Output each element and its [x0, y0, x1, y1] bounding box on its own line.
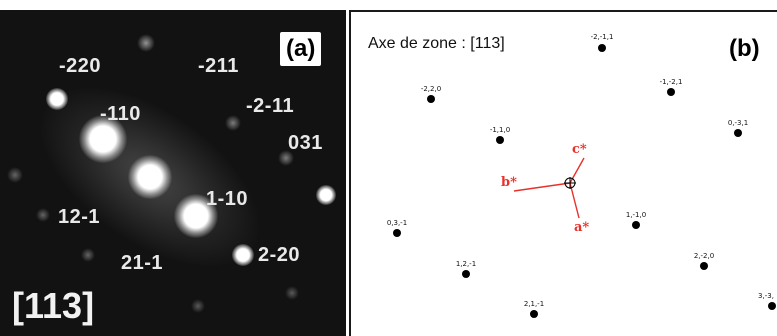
- reflection-index: 2,-2,0: [693, 252, 715, 260]
- reflection-index: 1,2,-1: [455, 260, 477, 268]
- reflection-dot: [427, 95, 435, 103]
- vector-c-label: c*: [572, 142, 587, 157]
- index-label: -220: [59, 55, 102, 77]
- reflection-dot: [768, 302, 776, 310]
- index-label: 2-20: [258, 244, 301, 266]
- reflection-dot: [632, 221, 640, 229]
- vector-b-arrow: [513, 182, 571, 192]
- vector-b-label: b*: [501, 175, 517, 190]
- reflection-dot: [598, 44, 606, 52]
- spot-faint: [36, 208, 50, 222]
- spot-right-edge: [316, 185, 336, 205]
- reflection-dot: [393, 229, 401, 237]
- reflection-dot: [530, 310, 538, 318]
- reflection-index: 0,-3,1: [727, 119, 749, 127]
- reflection-dot: [734, 129, 742, 137]
- spot-faint: [81, 248, 95, 262]
- panel-a-label: (a): [280, 32, 322, 66]
- spot-faint: [225, 115, 241, 131]
- reflection-index: 2,1,-1: [523, 300, 545, 308]
- indexed-pattern-panel: Axe de zone : [113] (b) -2,-1,1 -2,2,0 -…: [349, 10, 777, 336]
- spot-minus220: [46, 88, 68, 110]
- spot-center: [128, 155, 172, 199]
- index-label: 1-10: [206, 188, 249, 210]
- spot-faint: [7, 167, 23, 183]
- index-label: 21-1: [121, 252, 164, 274]
- reflection-dot: [462, 270, 470, 278]
- zone-axis-label: [113]: [12, 285, 95, 326]
- zone-axis-caption: Axe de zone : [113]: [368, 35, 505, 52]
- spot-faint: [278, 150, 294, 166]
- index-label: -2-11: [246, 95, 295, 117]
- spot-2minus20: [232, 244, 254, 266]
- vector-a-arrow: [569, 182, 580, 219]
- spot-faint: [285, 286, 299, 300]
- spot-faint: [191, 299, 205, 313]
- spot-minus110: [79, 115, 127, 163]
- spot-1minus10: [174, 194, 218, 238]
- reflection-index: -1,-2,1: [659, 78, 683, 86]
- reciprocal-vectors: [513, 157, 585, 219]
- index-label: 031: [288, 132, 323, 154]
- reflection-dot: [700, 262, 708, 270]
- reflection-index: 3,-3,: [758, 292, 774, 300]
- reflection-index: -2,2,0: [420, 85, 442, 93]
- reflection-index: -2,-1,1: [590, 33, 614, 41]
- reflection-index: -1,1,0: [489, 126, 511, 134]
- reflection-dot: [496, 136, 504, 144]
- index-label: -110: [100, 103, 141, 125]
- reflection-index: 0,3,-1: [386, 219, 408, 227]
- vector-c-arrow: [569, 157, 585, 184]
- index-label: -211: [198, 55, 239, 77]
- spot-faint: [137, 34, 155, 52]
- reflection-dot: [667, 88, 675, 96]
- index-label: 12-1: [58, 206, 101, 228]
- diffraction-pattern-panel: -220 -211 -110 -2-11 031 1-10 12-1 21-1 …: [0, 10, 346, 336]
- vector-a-label: a*: [574, 220, 590, 235]
- reflection-index: 1,-1,0: [625, 211, 647, 219]
- panel-b-label: (b): [723, 32, 766, 66]
